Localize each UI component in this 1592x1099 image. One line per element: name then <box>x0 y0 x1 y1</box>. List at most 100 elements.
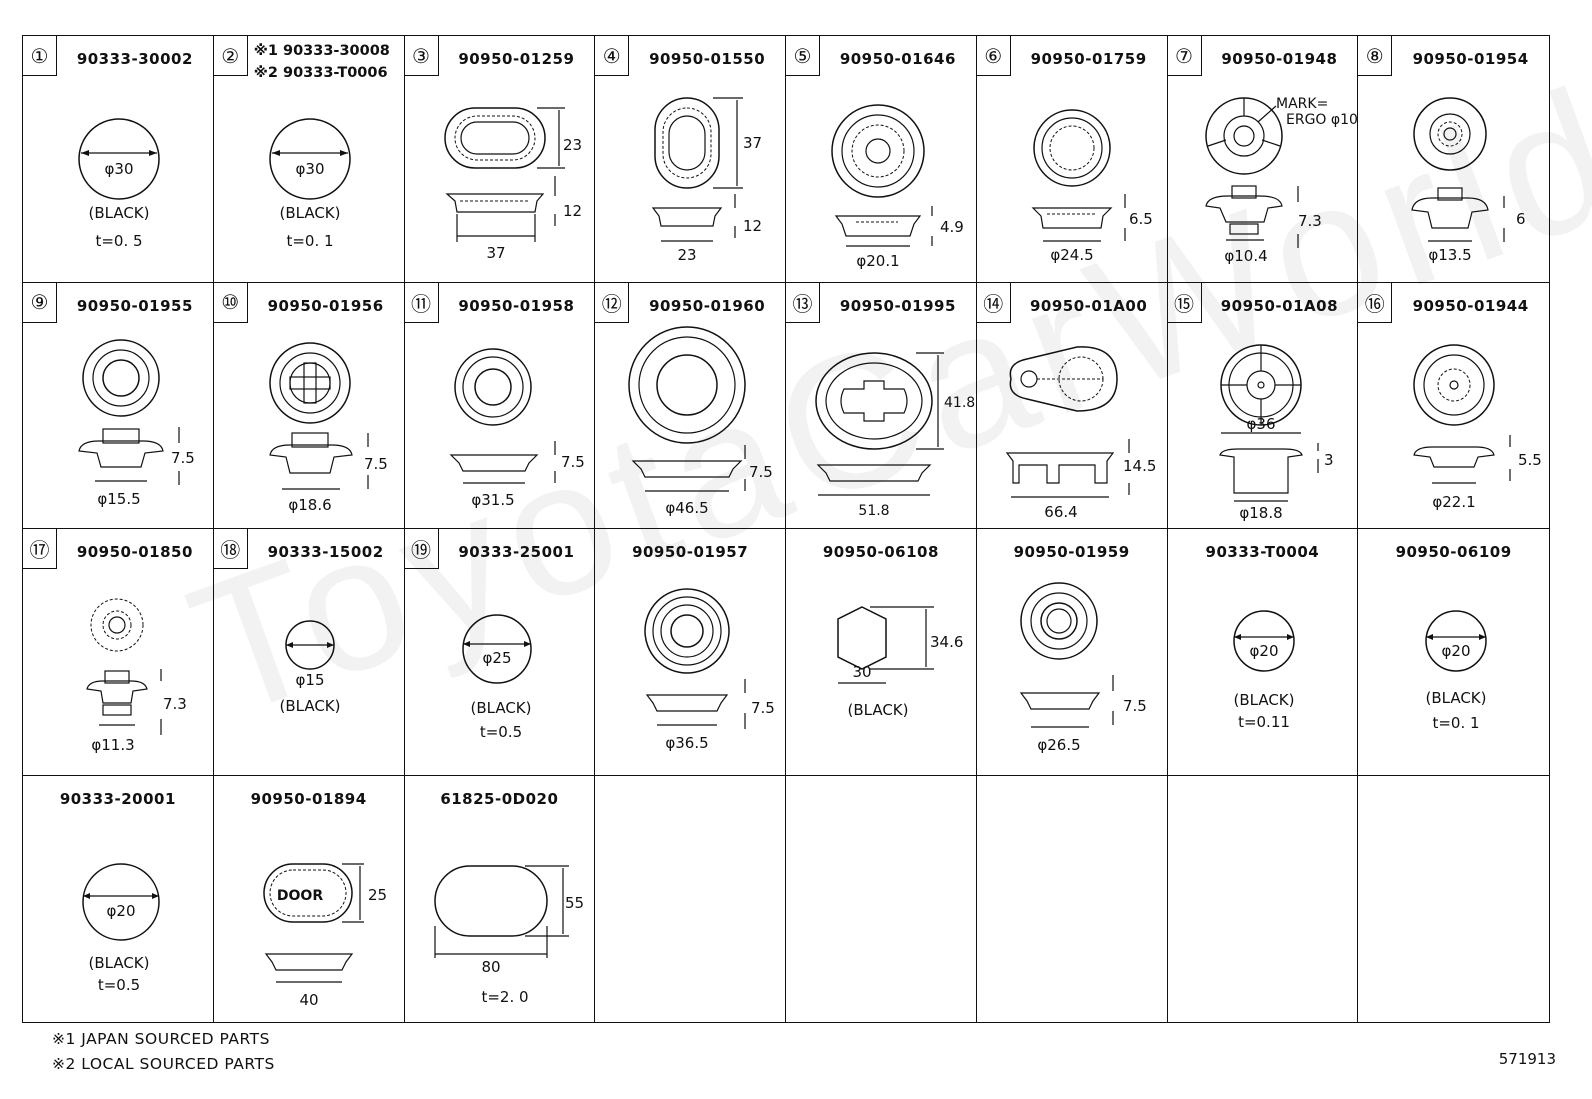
door-marking: DOOR <box>277 888 323 904</box>
plug-outline <box>269 118 351 200</box>
item-number: ⑱ <box>213 529 248 569</box>
grommet-side <box>1218 447 1303 494</box>
color-note: (BLACK) <box>88 954 149 972</box>
thickness-label: 7.5 <box>751 699 775 717</box>
width-label: 80 <box>481 958 500 976</box>
part-number: 90950-01550 <box>649 50 766 68</box>
plug-outline <box>1425 610 1487 672</box>
empty-cell <box>1358 776 1549 1023</box>
item-number: ⑫ <box>595 282 630 323</box>
width-label: φ24.5 <box>1050 246 1093 264</box>
thickness-label: 3 <box>1324 451 1334 469</box>
arrow-head <box>149 150 157 156</box>
grommet-side <box>834 215 922 237</box>
part-number-japan: ※1 90333-30008 <box>253 43 390 59</box>
part-number: 90950-01959 <box>1013 543 1130 561</box>
part-cell-21: 90950-06108 34.6 30 (BLACK) <box>786 529 977 776</box>
grommet-drawing: 23 12 37 <box>443 107 582 262</box>
plug-drawing: φ30 (BLACK) t=0. 5 <box>78 118 160 250</box>
part-cell-12: ⑫ 90950-01960 7.5 φ46.5 <box>595 282 786 529</box>
diameter-label: φ20 <box>1249 642 1278 660</box>
item-number: ⑮ <box>1167 282 1202 323</box>
grommet-drawing: φ36 3 φ18.8 <box>1218 343 1334 522</box>
part-cell-19: ⑲ 90333-25001 φ25 (BLACK) t=0.5 <box>404 529 596 776</box>
thickness-label: 6.5 <box>1129 210 1153 228</box>
part-number: 90950-01995 <box>839 296 956 315</box>
parts-grid: ① 90333-30002 φ30 (BLACK) t=0. 5 ② ※1 90… <box>22 35 1550 1023</box>
plug-drawing: DOOR 25 40 <box>263 862 387 1009</box>
grommet-flange <box>269 341 351 424</box>
grommet-side <box>816 463 932 482</box>
color-note: (BLACK) <box>279 697 340 715</box>
part-cell-6: ⑥ 90950-01759 6.5 φ24.5 <box>976 36 1168 283</box>
item-number: ⑤ <box>786 36 820 76</box>
grommet-hole <box>1232 125 1255 147</box>
height-label: 23 <box>563 136 582 154</box>
part-cell-1: ① 90333-30002 φ30 (BLACK) t=0. 5 <box>23 36 214 283</box>
grommet-drawing: 7.5 φ31.5 <box>449 347 584 509</box>
part-cell-25: 90333-20001 φ20 (BLACK) t=0.5 <box>23 775 214 1022</box>
diameter-label: φ20 <box>107 902 136 920</box>
grommet-side <box>269 443 353 474</box>
part-number: 90950-01958 <box>458 296 575 315</box>
grommet-flange <box>815 351 933 450</box>
grommet-flange <box>443 107 546 169</box>
empty-cell <box>1168 775 1359 1022</box>
grommet-flange <box>453 347 532 426</box>
color-note: (BLACK) <box>279 204 340 222</box>
thickness-note: t=0. 1 <box>1433 714 1480 732</box>
part-number: 90333-20001 <box>59 789 176 808</box>
hex-cap-outline <box>837 606 887 670</box>
height-label: 25 <box>368 886 387 904</box>
thickness-note: t=0.5 <box>98 976 140 994</box>
width-label: 51.8 <box>858 503 889 519</box>
item-number: ③ <box>404 36 439 76</box>
plug-outline <box>433 864 548 937</box>
item-number: ② <box>213 36 248 76</box>
grommet-flange <box>654 97 720 189</box>
grommet-flange <box>831 104 925 198</box>
part-number: 90950-01A08 <box>1220 296 1339 315</box>
part-cell-7: ⑦ 90950-01948 MARK= ERGO φ10 7.3 φ10.4 <box>1167 36 1359 283</box>
grommet-flange <box>1413 97 1487 171</box>
arrow-head <box>339 150 348 156</box>
item-number: ⑲ <box>404 529 439 569</box>
item-number: ⑦ <box>1167 36 1202 76</box>
grommet-hole <box>840 379 908 422</box>
width-label: φ18.8 <box>1239 504 1282 522</box>
diameter-label: φ30 <box>105 160 134 178</box>
grommet-side <box>444 193 544 213</box>
grommet-hole <box>1046 608 1072 634</box>
item-number: ⑭ <box>976 282 1011 323</box>
item-number: ⑨ <box>23 282 57 323</box>
grommet-side <box>449 453 538 472</box>
grommet-drawing: 37 12 23 <box>652 97 762 264</box>
thickness-label: 7.5 <box>749 463 773 481</box>
grommet-side <box>652 207 723 227</box>
part-cell-15: ⑮ 90950-01A08 φ36 3 φ18.8 <box>1167 282 1359 529</box>
item-number: ⑪ <box>404 282 439 323</box>
width-label: φ20.1 <box>856 252 899 270</box>
width-label: φ18.6 <box>288 496 331 514</box>
part-cell-2: ② ※1 90333-30008 ※2 90333-T0006 φ30 (BLA… <box>213 36 405 283</box>
part-cell-14: ⑭ 90950-01A00 14.5 66.4 <box>976 282 1168 529</box>
grommet-side <box>1413 445 1495 468</box>
height-label: 34.6 <box>930 633 963 651</box>
part-number: 90333-T0004 <box>1205 543 1320 561</box>
diameter-label: φ36 <box>1246 415 1275 433</box>
arrow-head <box>271 150 280 156</box>
height-label: 55 <box>565 894 584 912</box>
color-note: (BLACK) <box>88 204 149 222</box>
diameter-label: φ30 <box>295 160 324 178</box>
thickness-note: t=0. 1 <box>286 232 333 250</box>
part-number: 90950-01894 <box>250 789 367 808</box>
item-number: ⑩ <box>213 282 248 323</box>
leader-line <box>1257 105 1276 123</box>
grommet-drawing: 41.8 51.8 <box>815 351 975 519</box>
item-number: ① <box>23 36 57 76</box>
grommet-hole <box>459 121 530 155</box>
width-label: φ22.1 <box>1433 493 1476 511</box>
grommet-flange <box>1413 343 1495 426</box>
plug-outline <box>1232 610 1295 672</box>
item-number: ⑯ <box>1358 282 1393 323</box>
